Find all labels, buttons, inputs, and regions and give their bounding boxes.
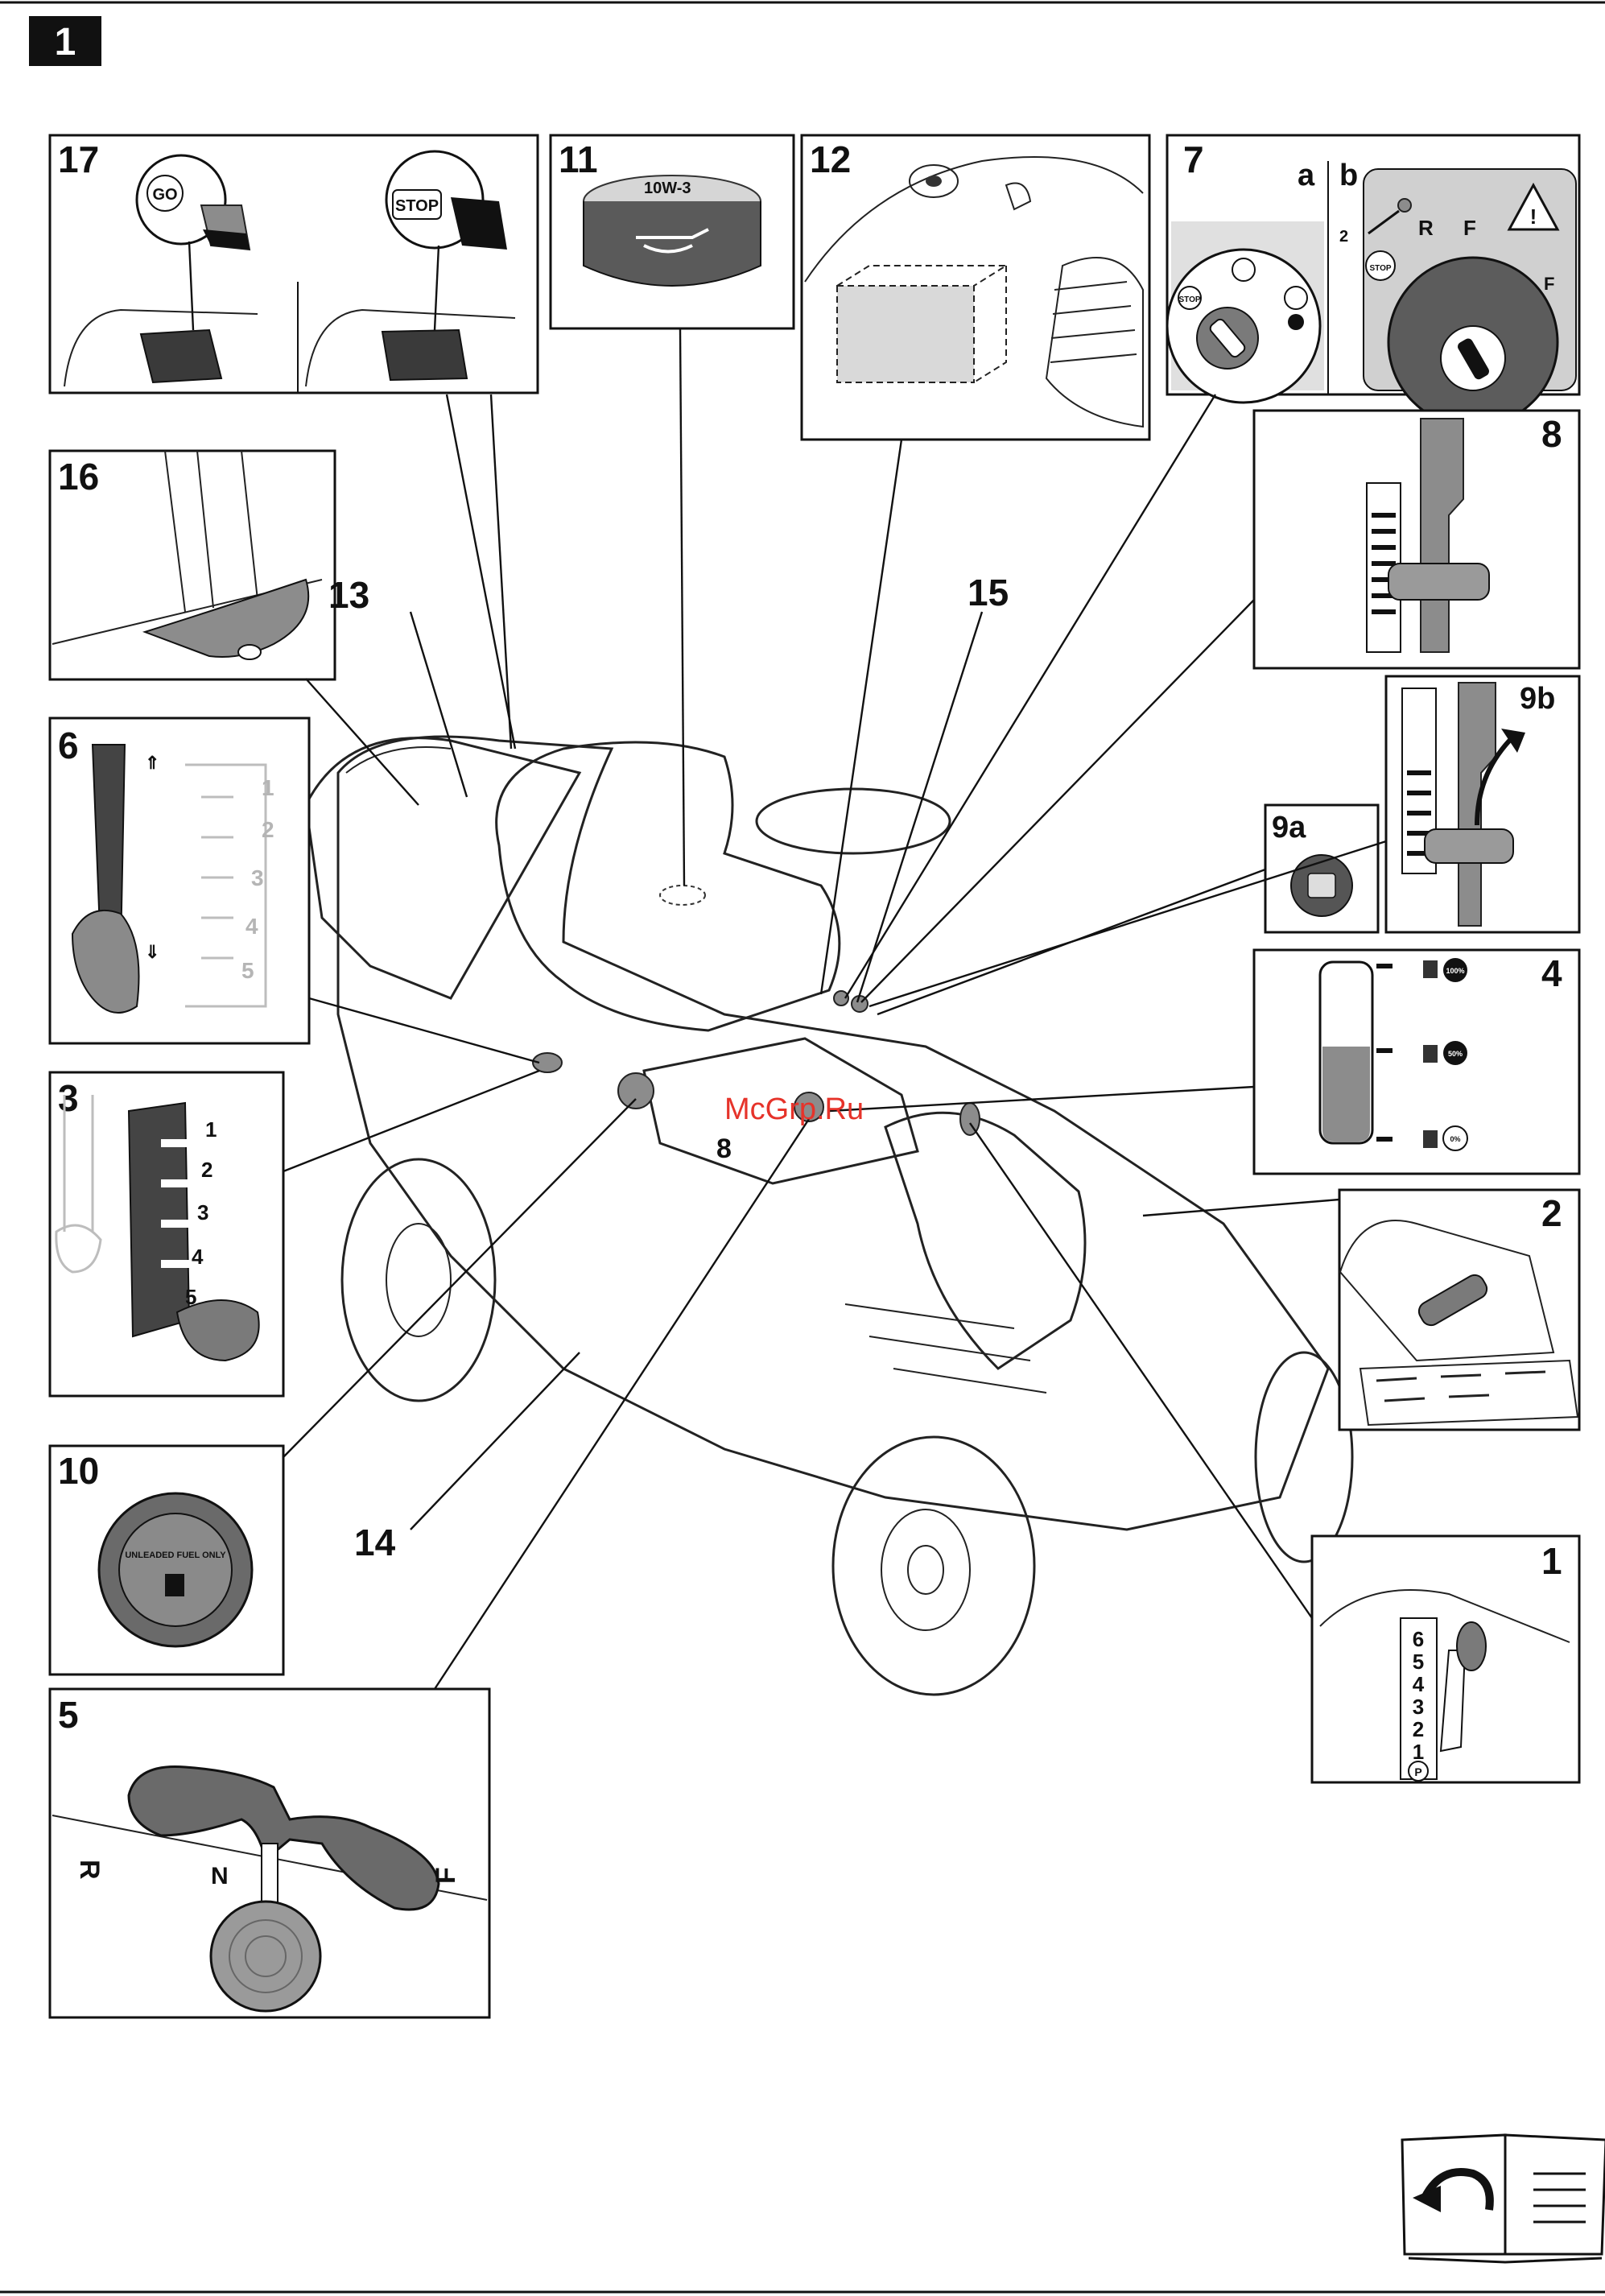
panel-6-number: 6 [58,725,79,766]
gear-p: P [1414,1765,1421,1778]
stop-symbol-b: STOP [1369,264,1391,273]
svg-text:⇓: ⇓ [145,942,159,962]
steering-wheel [757,789,950,853]
panel-17-number: 17 [58,138,99,180]
throttle-lever [1388,564,1489,600]
panel-11-number: 11 [559,138,598,180]
rear-wheel [342,1159,495,1401]
gear-3: 3 [1413,1695,1424,1719]
panel-5: 5 R N F [50,1689,489,2017]
notch-3-1: 1 [205,1117,217,1142]
stop-label: STOP [395,197,439,215]
panel-10: 10 UNLEADED FUEL ONLY [50,1446,283,1675]
panel-8: 8 [1254,411,1579,668]
panel-6: 6 1 2 3 4 5 ⇑ ⇓ [50,718,309,1043]
panel-9b-number: 9b [1520,682,1555,716]
go-label: GO [152,186,177,204]
notch-6-1: 1 [262,775,274,800]
gear-1: 1 [1413,1740,1424,1764]
seat-switch [660,886,705,905]
panel-3: 3 1 2 3 4 5 [50,1072,283,1396]
panel-16-number: 16 [58,456,99,498]
panel-9b: 9b [1386,676,1579,932]
panel-11: 11 10W-3 [551,135,794,328]
panel-7: 7 a b STOP ! 2 R F STOP F [1167,135,1579,427]
neutral-gate-label: N [211,1863,229,1889]
panel-7-number: 7 [1183,138,1204,180]
panel-2: 2 [1339,1190,1579,1430]
book-icon [1402,2135,1605,2262]
notch-3-4: 4 [192,1245,204,1269]
panel-7a-label: a [1298,159,1315,192]
notch-6-5: 5 [241,958,254,983]
forward-label-2: F [1544,274,1554,294]
panel-16: 16 [50,451,335,679]
panel-5-number: 5 [58,1694,79,1736]
panel-10-number: 10 [58,1450,99,1492]
fuel-cap-text: UNLEADED FUEL ONLY [125,1551,226,1560]
panel-9a: 9a [1265,805,1378,932]
notch-6-4: 4 [245,914,258,939]
reverse-label: R [1418,216,1434,240]
panel-4: 4 100% 50% 0% [1254,950,1579,1174]
gear-5: 5 [1413,1650,1424,1674]
mower-body [338,737,1328,1530]
notch-3-3: 3 [197,1200,208,1224]
choke-lever [1425,829,1513,863]
panel-12-number: 12 [810,138,851,180]
oil-cap-body [584,201,761,286]
gear-knob [211,1902,320,2011]
right-wheel [1256,1352,1352,1562]
level-50: 50% [1448,1050,1463,1058]
panel-7b-label: b [1339,159,1358,192]
stop-symbol: STOP [1178,295,1200,304]
notch-6-3: 3 [251,865,264,890]
panel-1-number: 1 [1541,1540,1562,1582]
mower-illustration [306,737,1352,1695]
gear-lever-knob [960,1103,980,1135]
seat [497,742,840,1030]
leader-lines [283,328,1386,1689]
level-100: 100% [1446,967,1464,975]
level-0: 0% [1450,1135,1460,1143]
panel-12: 12 [802,135,1149,440]
gear-2: 2 [1413,1717,1424,1741]
reverse-gate-label: R [74,1860,105,1880]
front-wheel-hub [881,1509,970,1630]
battery-location [837,286,974,382]
forward-label: F [1463,216,1476,240]
callout-15: 15 [968,572,1009,613]
svg-text:!: ! [1530,204,1537,229]
callout-13: 13 [328,574,369,616]
notch-3-2: 2 [201,1158,212,1182]
pointer-marker: 2 [1339,228,1348,246]
panel-8-number: 8 [1541,413,1562,455]
panel-3-number: 3 [58,1077,79,1119]
warning-light [1398,199,1411,212]
panel-1: 1 6 5 4 3 2 1 P [1312,1536,1579,1782]
fuel-gauge-go [141,330,221,382]
panel-2-number: 2 [1541,1192,1562,1234]
fuel-gauge-stop [382,330,467,380]
watermark: McGrp.Ru [724,1092,864,1126]
gear-6: 6 [1413,1627,1424,1651]
panel-9a-number: 9a [1272,811,1306,844]
panel-4-number: 4 [1541,952,1562,994]
forward-gate-label: F [431,1867,461,1884]
panel-17: 17 GO STOP [50,135,538,393]
oil-cap-text: 10W-3 [644,180,691,197]
callout-14: 14 [354,1522,396,1563]
figure-number: 1 [55,21,76,64]
gear-lever-knob-detail [1457,1622,1486,1670]
gear-4: 4 [1413,1672,1425,1696]
notch-6-2: 2 [262,817,274,842]
fuel-cap-small [618,1073,654,1109]
svg-text:⇑: ⇑ [145,753,159,773]
front-wheel [833,1437,1034,1695]
callout-8: 8 [716,1134,732,1164]
